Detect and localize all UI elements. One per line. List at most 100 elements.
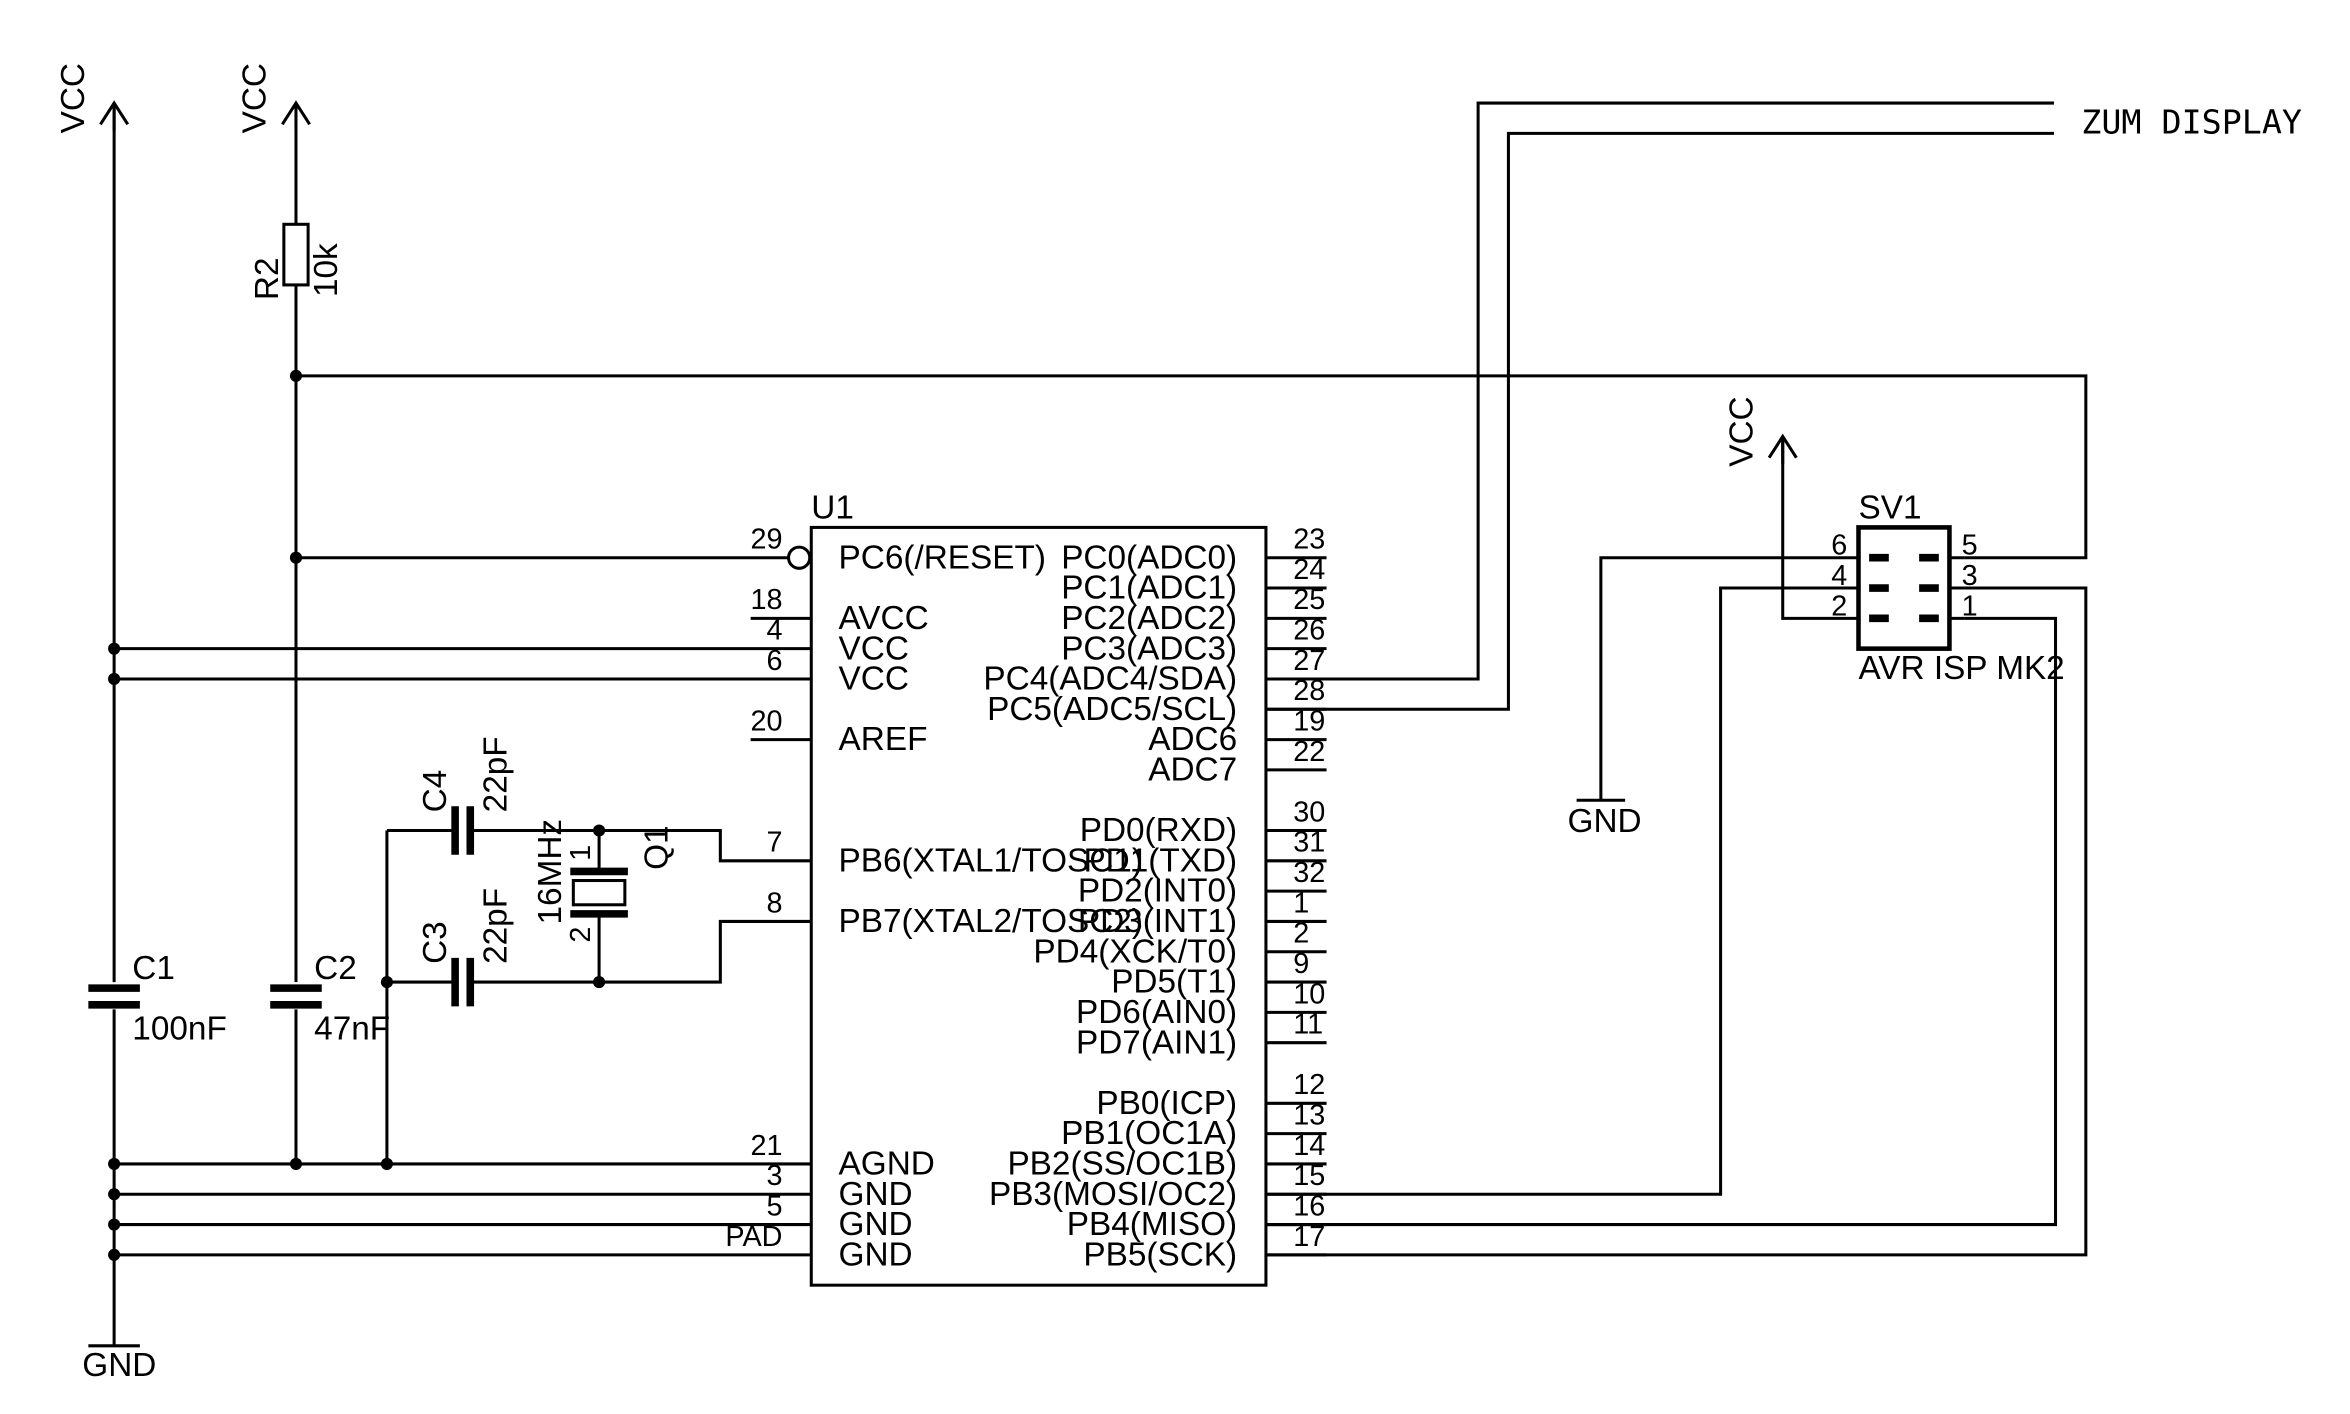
u1-pin-number: 7 xyxy=(766,827,782,859)
u1-pin-number: 32 xyxy=(1293,857,1325,889)
sv1-pin-4: 4 xyxy=(1831,560,1847,592)
u1-pin-number: 27 xyxy=(1293,645,1325,677)
c3-ref: C3 xyxy=(417,921,454,964)
q1-ref: Q1 xyxy=(638,825,675,869)
vcc-symbol-c1: VCC xyxy=(55,63,130,133)
u1-pin-name: PD6(AIN0) xyxy=(1076,994,1237,1031)
u1-pin-number: 23 xyxy=(1293,524,1325,556)
u1-pin-name: PC5(ADC5/SCL) xyxy=(987,691,1237,728)
gnd-label: GND xyxy=(82,1347,156,1384)
u1-pin-name: ADC7 xyxy=(1148,752,1237,789)
c3-value: 22pF xyxy=(478,888,515,964)
u1-pin-number: 17 xyxy=(1293,1221,1325,1253)
u1-pin-number: 29 xyxy=(750,524,782,556)
connector-sv1: SV1 AVR ISP MK2 6 5 4 3 2 1 xyxy=(1831,489,2064,687)
sv1-pin-5: 5 xyxy=(1962,530,1978,562)
u1-pin-name: PD3(INT1) xyxy=(1078,903,1237,940)
u1-pin-number: 28 xyxy=(1293,675,1325,707)
u1-pin-name: VCC xyxy=(839,661,909,698)
u1-pin-name: PD2(INT0) xyxy=(1078,873,1237,910)
c1-value: 100nF xyxy=(132,1011,227,1048)
vcc-label: VCC xyxy=(237,63,274,133)
u1-pin-number: PAD xyxy=(725,1221,782,1253)
u1-right-pins: 23PC0(ADC0)24PC1(ADC1)25PC2(ADC2)26PC3(A… xyxy=(983,524,1325,1274)
crystal-q1: 1 2 16MHz Q1 xyxy=(532,819,675,943)
u1-ref: U1 xyxy=(811,489,854,526)
u1-pin-number: 16 xyxy=(1293,1190,1325,1222)
u1-pin-name: PC6(/RESET) xyxy=(839,539,1046,576)
u1-pin-number: 6 xyxy=(766,645,782,677)
u1-pin-number: 5 xyxy=(766,1190,782,1222)
u1-pin-number: 20 xyxy=(750,705,782,737)
sv1-pin-6: 6 xyxy=(1831,530,1847,562)
c1-ref: C1 xyxy=(132,950,175,987)
capacitor-c3: C3 22pF xyxy=(417,888,515,1007)
u1-pin-number: 9 xyxy=(1293,948,1309,980)
vcc-symbol-sv1: VCC xyxy=(1723,396,1798,467)
u1-pin-name: PC3(ADC3) xyxy=(1061,630,1237,667)
sv1-pin-2: 2 xyxy=(1831,590,1847,622)
u1-pin-name: PB4(MISO) xyxy=(1067,1206,1237,1243)
u1-pin-number: 24 xyxy=(1293,554,1325,586)
display-label: ZUM DISPLAY xyxy=(2081,102,2302,141)
u1-pin-number: 21 xyxy=(750,1130,782,1162)
sv1-pin-1: 1 xyxy=(1962,590,1978,622)
q1-pin2: 2 xyxy=(565,927,597,943)
u1-pin-number: 13 xyxy=(1293,1100,1325,1132)
u1-pin-number: 2 xyxy=(1293,918,1309,950)
u1-pin-name: VCC xyxy=(839,630,909,667)
u1-pin-name: PD7(AIN1) xyxy=(1076,1024,1237,1061)
vcc-label: VCC xyxy=(1723,396,1760,466)
vcc-label: VCC xyxy=(55,63,92,133)
capacitor-c2: C2 47nF xyxy=(270,950,390,1048)
gnd-label: GND xyxy=(1568,803,1642,840)
u1-pin-number: 26 xyxy=(1293,615,1325,647)
u1-pin-name: GND xyxy=(839,1236,913,1273)
u1-pin-name: AREF xyxy=(839,721,928,758)
junctions xyxy=(108,369,606,1261)
u1-pin-number: 12 xyxy=(1293,1069,1325,1101)
u1-right-pin-stubs xyxy=(1265,556,1327,1257)
sv1-value: AVR ISP MK2 xyxy=(1859,650,2065,687)
u1-pin-number: 4 xyxy=(766,615,782,647)
u1-pin-number: 18 xyxy=(750,584,782,616)
u1-pin-number: 14 xyxy=(1293,1130,1325,1162)
u1-pin-number: 25 xyxy=(1293,584,1325,616)
u1-pin-number: 11 xyxy=(1293,1009,1323,1041)
c4-value: 22pF xyxy=(478,736,515,812)
u1-pin-number: 30 xyxy=(1293,796,1325,828)
wires xyxy=(112,101,2088,1346)
u1-pin-number: 10 xyxy=(1293,978,1325,1010)
u1-pin-name: PC0(ADC0) xyxy=(1061,539,1237,576)
capacitor-c1: C1 100nF xyxy=(88,950,227,1048)
u1-pin-name: GND xyxy=(839,1206,913,1243)
sv1-ref: SV1 xyxy=(1859,489,1922,526)
u1-pin-number: 22 xyxy=(1293,736,1325,768)
u1-pin-name: PB6(XTAL1/TOSC1) xyxy=(839,842,1143,879)
u1-pin-name: PB3(MOSI/OC2) xyxy=(989,1176,1237,1213)
u1-pin-name: PD1(TXD) xyxy=(1083,842,1237,879)
u1-pin-name: PC4(ADC4/SDA) xyxy=(983,661,1237,698)
u1-pin-name: ADC6 xyxy=(1148,721,1237,758)
c2-value: 47nF xyxy=(314,1011,390,1048)
capacitor-c4: C4 22pF xyxy=(417,736,515,855)
r2-ref: R2 xyxy=(249,257,286,300)
u1-pin-name: PB1(OC1A) xyxy=(1061,1115,1237,1152)
q1-pin1: 1 xyxy=(565,845,597,861)
gnd-symbol-main: GND xyxy=(82,1344,156,1384)
u1-pin-name: PB0(ICP) xyxy=(1096,1085,1237,1122)
resistor-r2: R2 10k xyxy=(249,222,345,300)
c2-ref: C2 xyxy=(314,950,357,987)
gnd-symbol-sv1: GND xyxy=(1568,798,1642,840)
u1-pin-name: PB2(SS/OC1B) xyxy=(1007,1146,1237,1183)
u1-pin-number: 31 xyxy=(1293,827,1325,859)
u1-pin-name: PB7(XTAL2/TOSC2) xyxy=(839,903,1143,940)
c4-ref: C4 xyxy=(417,770,454,813)
u1-pin-name: PD5(T1) xyxy=(1111,964,1237,1001)
u1-pin-name: PC2(ADC2) xyxy=(1061,600,1237,637)
sv1-pin-3: 3 xyxy=(1962,560,1978,592)
u1-pin-number: 19 xyxy=(1293,705,1325,737)
u1-pin-number: 1 xyxy=(1293,887,1309,919)
